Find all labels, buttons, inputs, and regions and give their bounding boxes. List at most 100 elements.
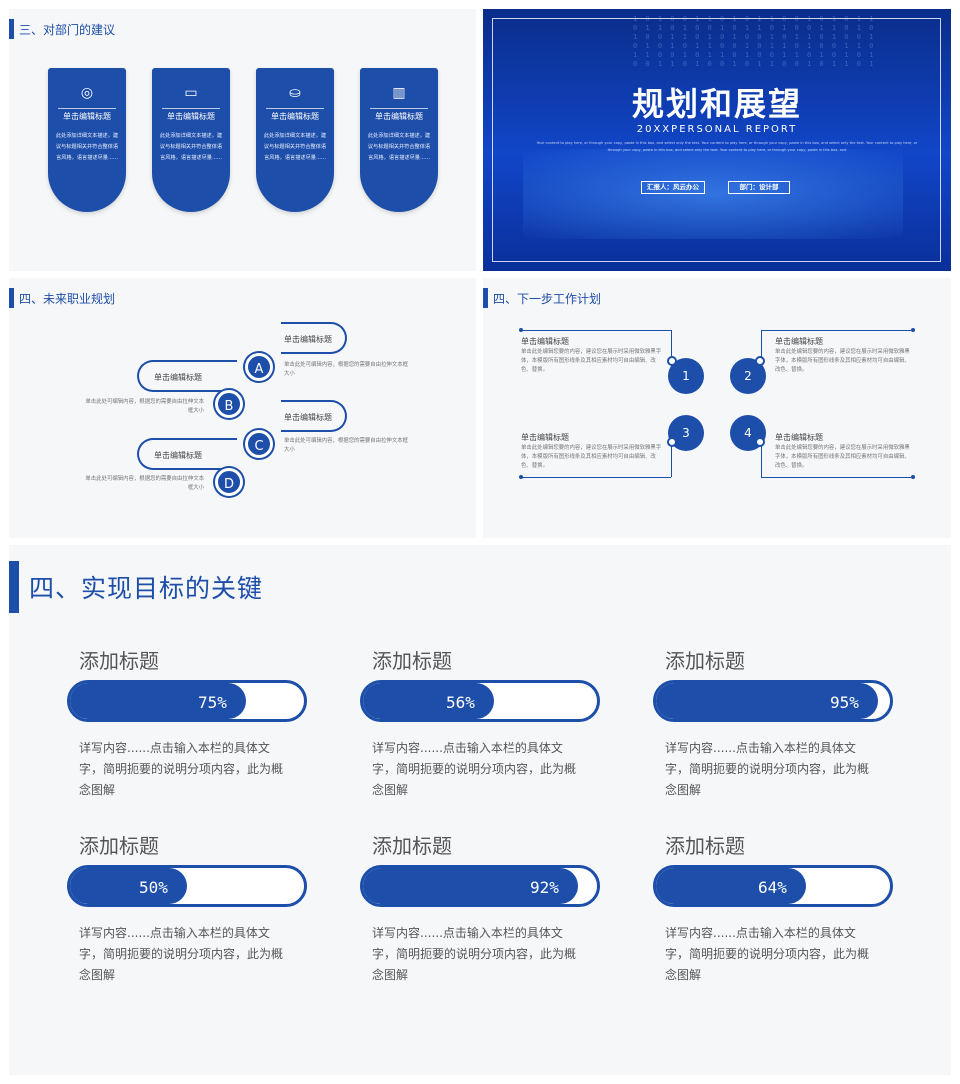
progress-label: 56% xyxy=(446,693,475,712)
progress-track: 50% xyxy=(67,865,307,907)
goal-item[interactable]: 添加标题 95% 详写内容......点击输入本栏的具体文字，简明扼要的说明分项… xyxy=(653,645,913,825)
slide-cover-planning[interactable]: 1 0 1 0 0 1 1 0 1 0 1 1 0 0 1 0 1 0 1 1 … xyxy=(483,9,951,271)
step-marker xyxy=(667,437,677,447)
cover-blurb: Your content to play here, or through yo… xyxy=(536,141,918,152)
goal-title: 添加标题 xyxy=(372,649,452,673)
goal-description: 详写内容......点击输入本栏的具体文字，简明扼要的说明分项内容，此为概念图解 xyxy=(79,741,284,797)
goal-title: 添加标题 xyxy=(79,834,159,858)
progress-fill xyxy=(70,868,187,904)
slide-title-text: 四、未来职业规划 xyxy=(19,292,116,306)
progress-fill xyxy=(70,683,246,719)
title-accent-bar xyxy=(483,288,488,308)
card-title: 单击编辑标题 xyxy=(375,112,423,121)
line-end-dot xyxy=(519,328,523,332)
goal-item[interactable]: 添加标题 56% 详写内容......点击输入本栏的具体文字，简明扼要的说明分项… xyxy=(360,645,620,825)
suggestion-card[interactable]: ▥ 单击编辑标题 此处添加详细文本描述，建议与标题相关并符合整体语言风格，语言描… xyxy=(360,68,438,212)
goal-item[interactable]: 添加标题 75% 详写内容......点击输入本栏的具体文字，简明扼要的说明分项… xyxy=(67,645,327,825)
connector-line xyxy=(761,477,911,478)
step-title: 单击编辑标题 xyxy=(154,373,202,382)
cover-subtitle: 20XXPERSONAL REPORT xyxy=(636,124,798,135)
card-divider xyxy=(58,108,116,109)
slide-title-text: 三、对部门的建议 xyxy=(19,23,116,37)
card-title: 单击编辑标题 xyxy=(63,112,111,121)
step-title: 单击编辑标题 xyxy=(154,451,202,460)
goal-title: 添加标题 xyxy=(79,649,159,673)
progress-track: 75% xyxy=(67,680,307,722)
connector-line xyxy=(137,438,237,470)
cover-frame xyxy=(492,18,941,262)
slide-title: 三、对部门的建议 xyxy=(9,19,116,39)
suggestion-card[interactable]: ⛀ 单击编辑标题 此处添加详细文本描述，建议与标题相关并符合整体语言风格，语言描… xyxy=(256,68,334,212)
card-divider xyxy=(266,108,324,109)
step-marker xyxy=(755,356,765,366)
plan-body: 单击此处编辑您要的内容，建议您在展示时采用微软雅黑字体，本模版所有图形线条及其相… xyxy=(775,445,910,469)
slide-next-steps[interactable]: 四、下一步工作计划 1 2 3 4 单击编辑标题 单击此处编辑您要的内容，建议您… xyxy=(483,278,951,538)
plan-title: 单击编辑标题 xyxy=(775,433,823,442)
plan-body: 单击此处编辑您要的内容，建议您在展示时采用微软雅黑字体，本模版所有图形线条及其相… xyxy=(775,349,910,373)
step-body: 单击此处可编辑内容，根据您的需要自由拉伸文本框大小 xyxy=(85,476,204,491)
card-body: 此处添加详细文本描述，建议与标题相关并符合整体语言风格，语言描述尽量...... xyxy=(55,133,119,161)
goal-description: 详写内容......点击输入本栏的具体文字，简明扼要的说明分项内容，此为概念图解 xyxy=(665,926,870,982)
plan-title: 单击编辑标题 xyxy=(521,433,569,442)
connector-line xyxy=(521,330,671,331)
progress-track: 64% xyxy=(653,865,893,907)
card-body: 此处添加详细文本描述，建议与标题相关并符合整体语言风格，语言描述尽量...... xyxy=(263,133,327,161)
goal-title: 添加标题 xyxy=(665,649,745,673)
line-end-dot xyxy=(519,475,523,479)
progress-track: 56% xyxy=(360,680,600,722)
connector-line xyxy=(671,330,672,364)
progress-fill xyxy=(656,868,806,904)
step-body: 单击此处可编辑内容，根据您的需要自由拉伸文本框大小 xyxy=(284,362,408,377)
columns-icon: ▥ xyxy=(392,85,406,101)
connector-line xyxy=(281,400,347,432)
goal-description: 详写内容......点击输入本栏的具体文字，简明扼要的说明分项内容，此为概念图解 xyxy=(372,741,577,797)
line-end-dot xyxy=(911,328,915,332)
connector-line xyxy=(761,330,762,364)
progress-fill xyxy=(656,683,878,719)
step-marker xyxy=(667,356,677,366)
connector-line xyxy=(137,360,237,392)
suggestion-card[interactable]: ▭ 单击编辑标题 此处添加详细文本描述，建议与标题相关并符合整体语言风格，语言描… xyxy=(152,68,230,212)
slide-department-suggestions[interactable]: 三、对部门的建议 ◎ 单击编辑标题 此处添加详细文本描述，建议与标题相关并符合整… xyxy=(9,9,476,271)
background-glow xyxy=(523,149,903,239)
plan-title: 单击编辑标题 xyxy=(775,337,823,346)
step-circle-b: B xyxy=(215,390,243,418)
card-body: 此处添加详细文本描述，建议与标题相关并符合整体语言风格，语言描述尽量...... xyxy=(367,133,431,161)
plan-body: 单击此处编辑您要的内容，建议您在展示时采用微软雅黑字体，本模版所有图形线条及其相… xyxy=(521,445,662,469)
slide-career-plan[interactable]: 四、未来职业规划 A B C D 单击编辑标题 单击此处可编辑内容，根据您的需要… xyxy=(9,278,476,538)
goal-description: 详写内容......点击输入本栏的具体文字，简明扼要的说明分项内容，此为概念图解 xyxy=(372,926,577,982)
step-circle-a: A xyxy=(245,353,273,381)
progress-label: 95% xyxy=(830,693,859,712)
line-end-dot xyxy=(911,475,915,479)
title-accent-bar xyxy=(9,288,14,308)
slide-key-to-goals[interactable]: 四、实现目标的关键 添加标题 75% 详写内容......点击输入本栏的具体文字… xyxy=(9,545,951,1075)
goal-description: 详写内容......点击输入本栏的具体文字，简明扼要的说明分项内容，此为概念图解 xyxy=(79,926,284,982)
suggestion-card[interactable]: ◎ 单击编辑标题 此处添加详细文本描述，建议与标题相关并符合整体语言风格，语言描… xyxy=(48,68,126,212)
goal-item[interactable]: 添加标题 64% 详写内容......点击输入本栏的具体文字，简明扼要的说明分项… xyxy=(653,830,913,1010)
card-body: 此处添加详细文本描述，建议与标题相关并符合整体语言风格，语言描述尽量...... xyxy=(159,133,223,161)
plan-title: 单击编辑标题 xyxy=(521,337,569,346)
connector-line xyxy=(761,330,911,331)
step-title: 单击编辑标题 xyxy=(284,335,332,344)
slide-title: 四、未来职业规划 xyxy=(9,288,116,308)
slide-title-text: 四、下一步工作计划 xyxy=(493,292,602,306)
card-title: 单击编辑标题 xyxy=(167,112,215,121)
goal-description: 详写内容......点击输入本栏的具体文字，简明扼要的说明分项内容，此为概念图解 xyxy=(665,741,870,797)
department-badge: 部门：设计部 xyxy=(728,181,790,194)
step-circle-c: C xyxy=(245,430,273,458)
goal-title: 添加标题 xyxy=(665,834,745,858)
connector-line xyxy=(761,443,762,477)
goal-item[interactable]: 添加标题 50% 详写内容......点击输入本栏的具体文字，简明扼要的说明分项… xyxy=(67,830,327,1010)
progress-label: 92% xyxy=(530,878,559,897)
step-body: 单击此处可编辑内容，根据您的需要自由拉伸文本框大小 xyxy=(284,438,408,453)
progress-fill xyxy=(363,868,578,904)
reporter-badge: 汇报人：风云办公 xyxy=(641,181,705,194)
progress-track: 92% xyxy=(360,865,600,907)
step-body: 单击此处可编辑内容，根据您的需要自由拉伸文本框大小 xyxy=(85,399,204,414)
goal-item[interactable]: 添加标题 92% 详写内容......点击输入本栏的具体文字，简明扼要的说明分项… xyxy=(360,830,620,1010)
plan-body: 单击此处编辑您要的内容，建议您在展示时采用微软雅黑字体，本模版所有图形线条及其相… xyxy=(521,349,662,373)
connector-line xyxy=(671,443,672,477)
basket-icon: ⛀ xyxy=(289,85,301,101)
card-divider xyxy=(370,108,428,109)
slide-title: 四、下一步工作计划 xyxy=(483,288,602,308)
